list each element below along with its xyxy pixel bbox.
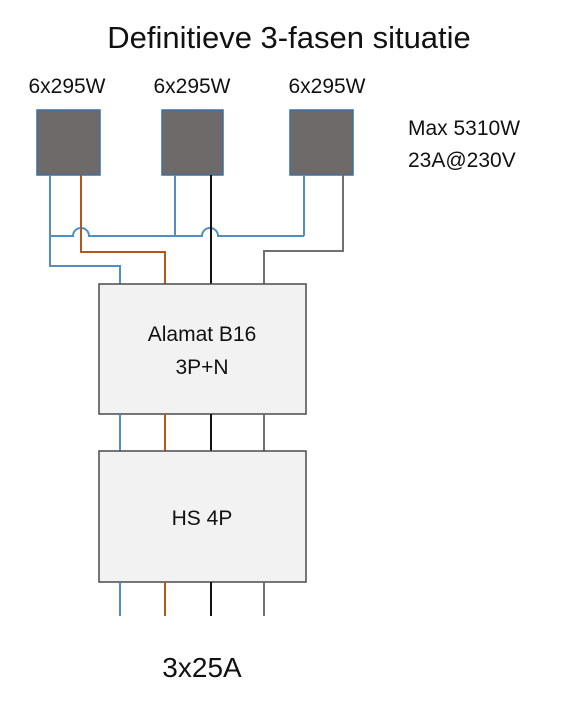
panel-label-3: 6x295W xyxy=(288,75,365,98)
breaker-label-line2: 3P+N xyxy=(175,356,228,379)
neutral-bus-wire xyxy=(50,227,304,237)
main-switch-box xyxy=(98,450,307,583)
breaker-label-line1: Alamat B16 xyxy=(148,323,257,346)
solar-panel-icon xyxy=(289,109,354,176)
diagram-title: Definitieve 3-fasen situatie xyxy=(107,20,471,55)
current-rating-label: 23A@230V xyxy=(408,149,516,172)
panel1-brown-wire xyxy=(80,175,166,284)
main-switch-label: HS 4P xyxy=(172,507,233,530)
breaker-box xyxy=(98,283,307,415)
max-power-label: Max 5310W xyxy=(408,117,520,140)
supply-label: 3x25A xyxy=(162,652,242,683)
panel1-blue-wire xyxy=(49,175,121,284)
panel3-grey-wire xyxy=(263,175,344,284)
panel-label-1: 6x295W xyxy=(28,75,105,98)
solar-panel-icon xyxy=(36,109,101,176)
solar-panel-icon xyxy=(161,109,224,176)
panel-label-2: 6x295W xyxy=(153,75,230,98)
